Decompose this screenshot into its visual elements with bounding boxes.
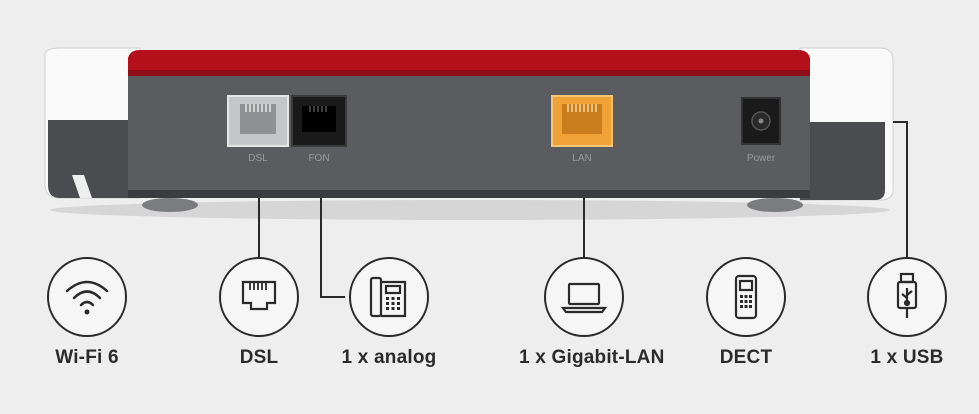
right-cap-dark xyxy=(800,122,885,200)
feature-usb: 1 x USB xyxy=(842,257,972,369)
port-label-lan: LAN xyxy=(572,153,591,164)
fon-port-pins xyxy=(309,106,327,112)
laptop-icon xyxy=(544,257,624,337)
feature-label: 1 x USB xyxy=(870,347,944,368)
feature-label: DECT xyxy=(719,347,773,368)
feature-dsl: DSL xyxy=(194,257,324,369)
lan-port-pins xyxy=(567,104,597,112)
foot-right xyxy=(747,198,803,212)
feature-analog: 1 x analog xyxy=(324,257,454,369)
phone-icon xyxy=(349,257,429,337)
feature-gigabit-lan: 1 x Gigabit-LAN xyxy=(519,257,665,369)
feature-label: 1 x analog xyxy=(341,347,437,368)
red-stripe-shade xyxy=(128,70,810,78)
wifi-icon xyxy=(47,257,127,337)
connector-usb xyxy=(893,121,908,257)
connector-lines xyxy=(258,121,908,298)
feature-wifi: Wi-Fi 6 xyxy=(22,257,152,369)
fon-port-inner xyxy=(302,106,336,132)
left-cap-dark xyxy=(48,120,138,198)
feature-label: Wi-Fi 6 xyxy=(55,347,119,368)
left-cap-notch xyxy=(72,175,92,198)
foot-left xyxy=(142,198,198,212)
dsl-port-pins xyxy=(245,104,271,112)
dsl-port-icon xyxy=(219,257,299,337)
port-label-dsl: DSL xyxy=(248,153,268,164)
body-bottom-edge xyxy=(128,190,810,198)
power-jack-pin xyxy=(758,118,764,124)
feature-label: DSL xyxy=(239,347,279,368)
feature-dect: DECT xyxy=(681,257,811,369)
cordless-phone-icon xyxy=(706,257,786,337)
usb-icon xyxy=(867,257,947,337)
port-label-power: Power xyxy=(747,153,776,164)
connector-analog xyxy=(320,198,345,298)
feature-label: 1 x Gigabit-LAN xyxy=(519,347,665,368)
port-label-fon: FON xyxy=(308,153,329,164)
